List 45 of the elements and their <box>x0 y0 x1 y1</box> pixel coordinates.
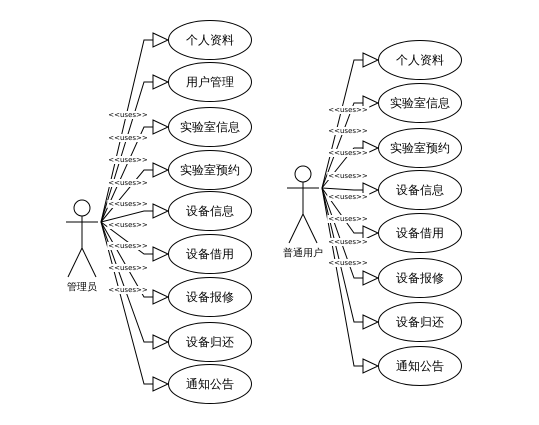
use-case-ellipse <box>168 364 252 404</box>
use-case-ellipse <box>378 83 462 123</box>
use-case-ellipse <box>168 62 252 102</box>
use-case-label: 设备报修 <box>396 270 444 286</box>
use-case-ellipse <box>378 170 462 210</box>
arrow <box>100 204 168 222</box>
actor-name: 管理员 <box>67 281 97 294</box>
use-case-ellipse <box>168 107 252 147</box>
use-case-label: 设备归还 <box>396 314 444 330</box>
arrow <box>322 182 378 198</box>
arrow <box>322 52 378 188</box>
arrow <box>100 222 168 392</box>
arrow <box>100 222 168 262</box>
use-case-ellipse <box>168 234 252 274</box>
use-case-ellipse <box>378 346 462 386</box>
arrow <box>100 222 168 350</box>
arrow <box>100 32 168 222</box>
use-case-label: 设备信息 <box>396 182 444 198</box>
use-case-ellipse <box>168 20 252 60</box>
use-case-label: 设备信息 <box>186 202 234 220</box>
use-case-ellipse <box>168 191 252 231</box>
use-case-ellipse <box>378 302 462 342</box>
use-case-label: 设备归还 <box>186 334 234 350</box>
use-case-label: 实验室信息 <box>390 94 450 112</box>
use-case-ellipse <box>168 322 252 362</box>
use-case-ellipse <box>378 40 462 80</box>
use-case-ellipse <box>168 150 252 190</box>
use-case-label: 个人资料 <box>186 32 234 48</box>
arrow <box>322 188 378 374</box>
use-case-ellipse <box>168 277 252 317</box>
use-case-label: 实验室预约 <box>180 162 240 178</box>
actor-name: 普通用户 <box>283 246 323 260</box>
use-case-ellipse <box>378 128 462 168</box>
use-case-label: 实验室信息 <box>180 118 240 136</box>
use-case-label: 设备报修 <box>186 288 234 306</box>
use-case-label: 设备借用 <box>186 246 234 262</box>
use-case-label: 用户管理 <box>186 74 234 90</box>
use-case-ellipse <box>378 213 462 253</box>
use-case-label: 通知公告 <box>186 376 234 392</box>
use-case-label: 通知公告 <box>396 358 444 374</box>
use-case-label: 设备借用 <box>396 224 444 242</box>
use-case-label: 实验室预约 <box>390 140 450 156</box>
arrow <box>322 188 378 330</box>
use-case-label: 个人资料 <box>396 52 444 68</box>
use-case-ellipse <box>378 258 462 298</box>
